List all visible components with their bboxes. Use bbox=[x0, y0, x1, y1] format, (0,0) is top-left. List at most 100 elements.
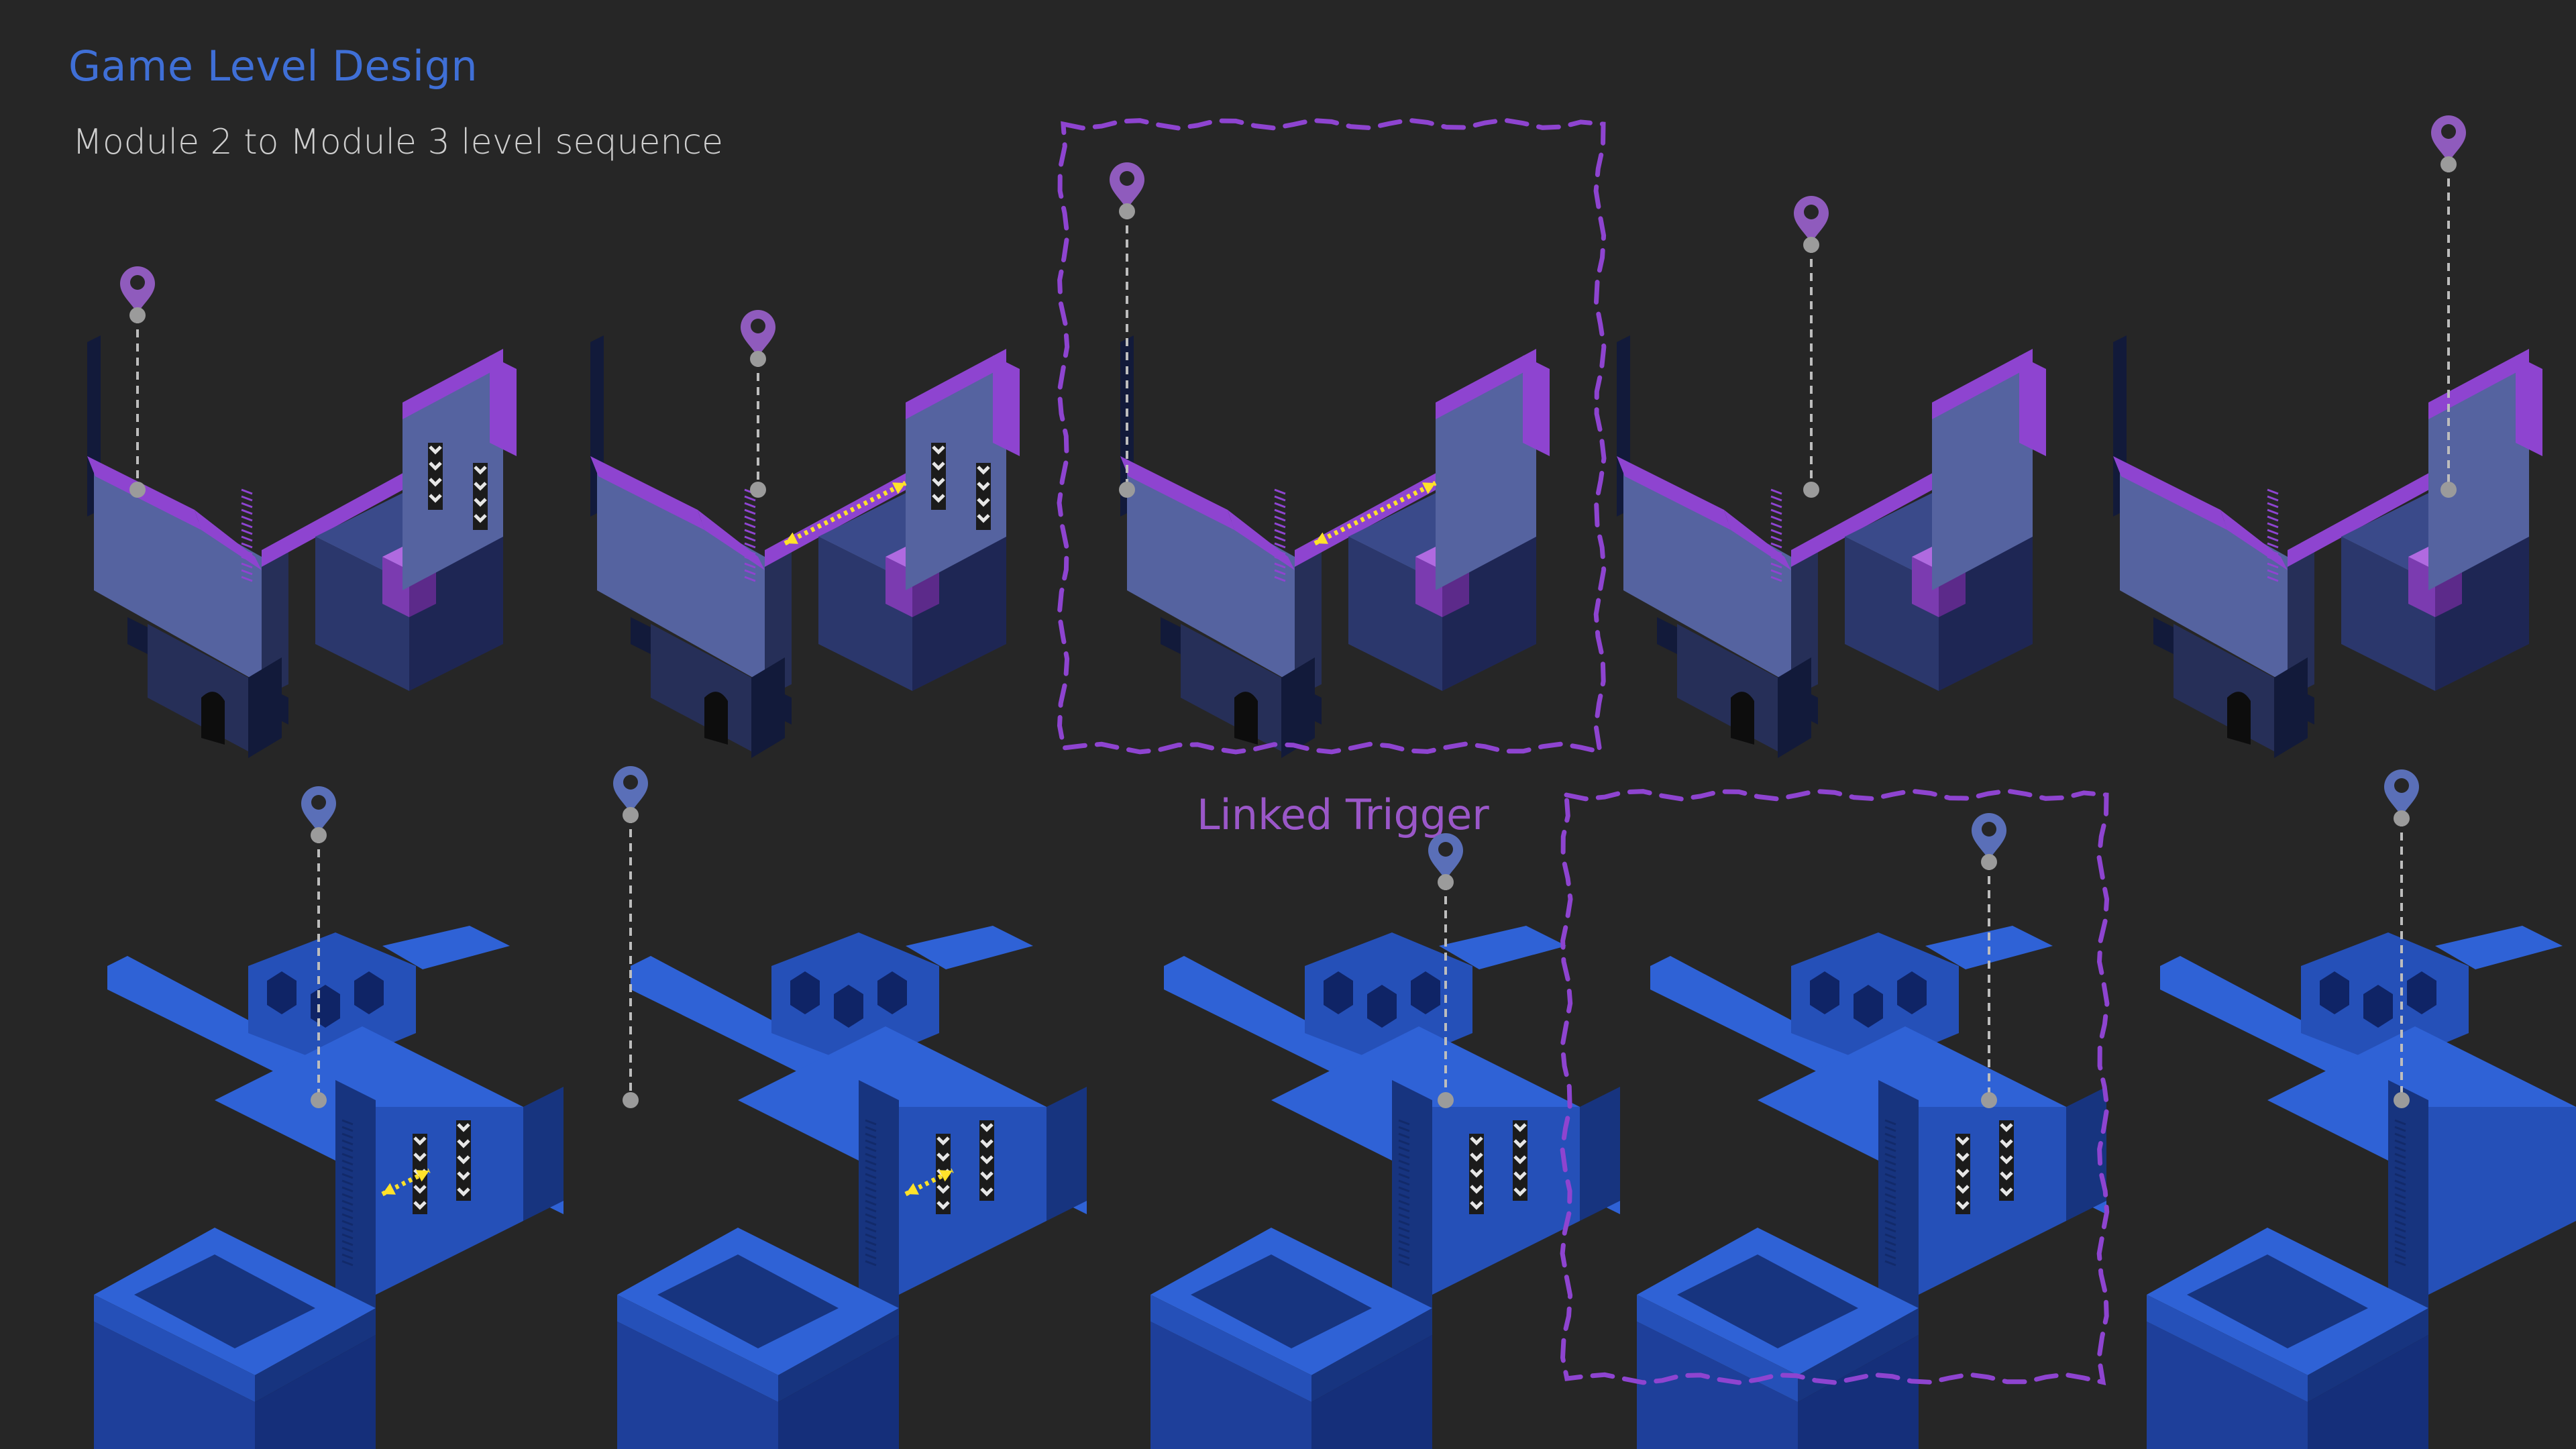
path-waypoint bbox=[1981, 1092, 1997, 1108]
stripe-bg bbox=[473, 463, 488, 530]
stripe-chevron bbox=[936, 1136, 950, 1146]
ladder-rung bbox=[1884, 1213, 1896, 1220]
tower-ramp bbox=[1228, 510, 1295, 570]
base-block-side bbox=[2308, 1335, 2428, 1449]
ladder-rung bbox=[1398, 1253, 1410, 1260]
location-pin-icon bbox=[2384, 769, 2419, 816]
stripe-chevron bbox=[1513, 1155, 1527, 1165]
ladder-rung bbox=[1398, 1233, 1410, 1240]
stripe-chevron bbox=[1513, 1171, 1527, 1181]
ladder-rung bbox=[744, 576, 756, 582]
ladder-rung bbox=[1398, 1152, 1410, 1159]
plateau-side bbox=[1046, 1087, 1087, 1221]
path-waypoint bbox=[2394, 810, 2410, 826]
doorway bbox=[1234, 692, 1258, 745]
ladder-rung bbox=[241, 535, 253, 542]
ladder-rung bbox=[1274, 488, 1286, 495]
ladder-rung bbox=[1770, 488, 1782, 495]
ladder-rung bbox=[2394, 1159, 2406, 1166]
bottom-level-module bbox=[1150, 833, 1620, 1449]
deck-side bbox=[1311, 1308, 1432, 1402]
ladder-rung bbox=[1884, 1186, 1896, 1193]
path-waypoint bbox=[2394, 1092, 2410, 1108]
ladder-rung bbox=[341, 1226, 354, 1233]
ladder-rung bbox=[744, 522, 756, 529]
ladder-rung bbox=[1274, 555, 1286, 562]
path-waypoint bbox=[1119, 482, 1135, 498]
ladder-rung bbox=[2394, 1166, 2406, 1173]
path-waypoint bbox=[311, 827, 327, 843]
ladder-rung bbox=[1274, 549, 1286, 555]
stripe-chevron bbox=[2000, 1187, 2013, 1197]
ladder-rung bbox=[241, 576, 253, 582]
tower-face bbox=[1127, 463, 1295, 684]
ladder-rung bbox=[2394, 1193, 2406, 1199]
ladder-rung bbox=[1884, 1179, 1896, 1186]
ladder-rung bbox=[1274, 522, 1286, 529]
pin-hole bbox=[751, 319, 765, 333]
ladder-rung bbox=[2267, 549, 2279, 555]
ladder-rung bbox=[865, 1146, 877, 1152]
location-pin-icon bbox=[1110, 162, 1144, 209]
base-block bbox=[94, 1322, 255, 1449]
arrow-head bbox=[1315, 532, 1328, 544]
top-level-module bbox=[2113, 115, 2542, 758]
deck-hole bbox=[2187, 1254, 2368, 1348]
base-side bbox=[248, 657, 282, 758]
base-block bbox=[1637, 1322, 1798, 1449]
pin-hole bbox=[1982, 822, 1996, 837]
ladder-rung bbox=[1398, 1159, 1410, 1166]
ladder-rung bbox=[341, 1126, 354, 1132]
ladder-rung bbox=[1398, 1226, 1410, 1233]
honeycomb-cell bbox=[2363, 985, 2393, 1028]
ladder-rung bbox=[1398, 1146, 1410, 1152]
pin-hole bbox=[1120, 171, 1134, 186]
top-level-module bbox=[590, 310, 1020, 758]
doorway bbox=[1731, 692, 1754, 745]
path-waypoint bbox=[129, 482, 146, 498]
ladder-rung bbox=[341, 1240, 354, 1246]
stripe-chevron bbox=[932, 445, 945, 455]
honeycomb-cell bbox=[834, 985, 863, 1028]
ladder-rung bbox=[1274, 495, 1286, 502]
stripe-chevron bbox=[932, 494, 945, 503]
ladder-rung bbox=[1398, 1166, 1410, 1173]
ladder-rung bbox=[2267, 529, 2279, 535]
ladder bbox=[744, 488, 756, 582]
ladder-rung bbox=[2394, 1206, 2406, 1213]
ladder-rung bbox=[1398, 1193, 1410, 1199]
ladder-rung bbox=[1770, 502, 1782, 508]
ladder-rung bbox=[1770, 515, 1782, 522]
path-waypoint bbox=[1119, 203, 1135, 219]
ladder-rung bbox=[1398, 1199, 1410, 1206]
ladder-rung bbox=[1884, 1206, 1896, 1213]
stripe-chevron bbox=[429, 462, 442, 471]
double-arrow-icon bbox=[904, 1168, 954, 1197]
ladder-rung bbox=[2267, 495, 2279, 502]
ladder-rung bbox=[1884, 1233, 1896, 1240]
path-waypoint bbox=[1981, 854, 1997, 870]
honeycomb-cell bbox=[1897, 971, 1927, 1014]
path-waypoint bbox=[623, 1092, 639, 1108]
double-arrow-icon bbox=[1313, 480, 1437, 546]
deck-hole bbox=[657, 1254, 839, 1348]
ladder-rung bbox=[2267, 562, 2279, 569]
ladder-rung bbox=[341, 1119, 354, 1126]
ladder-rung bbox=[744, 569, 756, 576]
pin-hole bbox=[130, 275, 145, 290]
double-arrow-icon bbox=[784, 480, 907, 546]
ladder-rung bbox=[744, 529, 756, 535]
page-subtitle: Module 2 to Module 3 level sequence bbox=[72, 122, 723, 162]
chevron-stripe-icon bbox=[931, 443, 946, 510]
ladder-rung bbox=[1770, 542, 1782, 549]
arrow-shaft bbox=[1313, 480, 1437, 546]
bottom-level-module bbox=[1637, 813, 2106, 1449]
ladder bbox=[2394, 1119, 2406, 1267]
plateau-front bbox=[885, 1107, 1046, 1295]
ladder-rung bbox=[865, 1193, 877, 1199]
deck-front bbox=[617, 1295, 778, 1402]
ladder bbox=[865, 1119, 877, 1267]
bottom-level-module bbox=[2147, 769, 2576, 1449]
ladder-rung bbox=[341, 1179, 354, 1186]
ladder-rung bbox=[1770, 508, 1782, 515]
